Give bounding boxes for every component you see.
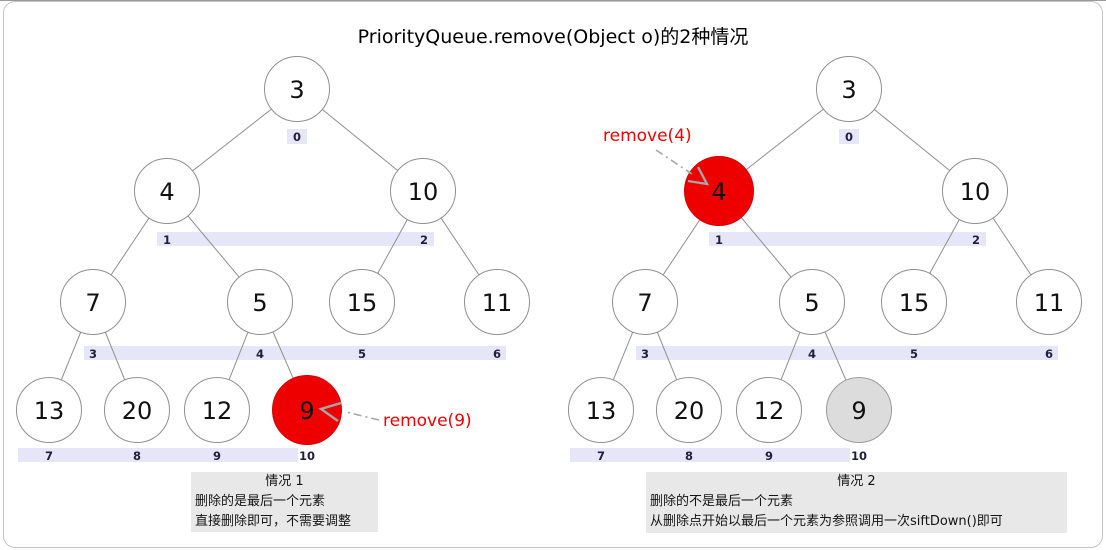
left-index-8: 8 — [132, 449, 142, 463]
left-index-2: 2 — [419, 233, 429, 247]
left-remove-label: remove(9) — [383, 411, 472, 431]
right-node-2: 10 — [942, 158, 1008, 224]
left-node-9: 12 — [184, 377, 250, 443]
right-index-9: 9 — [764, 449, 774, 463]
canvas-border — [3, 1, 1103, 548]
right-index-4: 4 — [807, 347, 817, 361]
right-remove-label: remove(4) — [603, 126, 692, 146]
right-node-5: 15 — [881, 269, 947, 335]
right-node-4: 5 — [779, 269, 845, 335]
right-index-5: 5 — [909, 347, 919, 361]
left-node-1: 4 — [134, 158, 200, 224]
right-node-3: 7 — [612, 269, 678, 335]
left-index-3: 3 — [88, 347, 98, 361]
left-remove-arrow-line — [345, 411, 380, 421]
right-index-band-level1 — [709, 232, 986, 246]
right-caption-line1: 删除的不是最后一个元素 — [650, 494, 794, 509]
right-node-10-removed-reference: 9 — [826, 377, 892, 443]
left-node-2: 10 — [390, 158, 456, 224]
right-node-9: 12 — [736, 377, 802, 443]
top-edge-line — [0, 0, 1106, 1]
left-index-10: 10 — [298, 449, 316, 463]
right-node-1-highlighted: 4 — [684, 156, 754, 226]
right-index-band-level3 — [570, 448, 850, 462]
right-index-10: 10 — [850, 449, 868, 463]
left-caption-title: 情况 1 — [265, 474, 304, 489]
left-node-3: 7 — [60, 269, 126, 335]
right-index-3: 3 — [640, 347, 650, 361]
left-index-4: 4 — [255, 347, 265, 361]
right-caption-title: 情况 2 — [837, 474, 876, 489]
left-caption-box: 情况 1 删除的是最后一个元素 直接删除即可，不需要调整 — [191, 472, 378, 532]
right-index-6: 6 — [1044, 347, 1054, 361]
left-index-band-level1 — [157, 232, 434, 246]
right-index-2: 2 — [971, 233, 981, 247]
left-node-0: 3 — [264, 56, 330, 122]
left-index-band-level3 — [18, 448, 298, 462]
left-caption-line2: 直接删除即可，不需要调整 — [195, 514, 352, 529]
left-node-5: 15 — [329, 269, 395, 335]
right-index-band-level2 — [636, 346, 1058, 360]
left-index-6: 6 — [492, 347, 502, 361]
right-index-0: 0 — [844, 130, 854, 144]
left-caption-line1: 删除的是最后一个元素 — [195, 494, 326, 509]
left-index-7: 7 — [44, 449, 54, 463]
diagram-title: PriorityQueue.remove(Object o)的2种情况 — [357, 26, 749, 48]
right-node-0: 3 — [816, 56, 882, 122]
right-caption-line2: 从删除点开始以最后一个元素为参照调用一次siftDown()即可 — [650, 514, 1003, 529]
left-index-band-level2 — [84, 346, 506, 360]
left-node-10-highlighted: 9 — [272, 375, 342, 445]
right-index-8: 8 — [684, 449, 694, 463]
right-index-1: 1 — [714, 233, 724, 247]
left-index-9: 9 — [212, 449, 222, 463]
left-index-0: 0 — [292, 130, 302, 144]
right-index-7: 7 — [596, 449, 606, 463]
left-node-7: 13 — [16, 377, 82, 443]
left-index-5: 5 — [357, 347, 367, 361]
left-node-4: 5 — [227, 269, 293, 335]
right-caption-box: 情况 2 删除的不是最后一个元素 从删除点开始以最后一个元素为参照调用一次sif… — [646, 472, 1067, 533]
left-index-1: 1 — [162, 233, 172, 247]
right-node-8: 20 — [656, 377, 722, 443]
right-node-6: 11 — [1016, 269, 1082, 335]
left-node-8: 20 — [104, 377, 170, 443]
left-node-6: 11 — [464, 269, 530, 335]
right-remove-arrow-line — [655, 149, 693, 175]
right-node-7: 13 — [568, 377, 634, 443]
